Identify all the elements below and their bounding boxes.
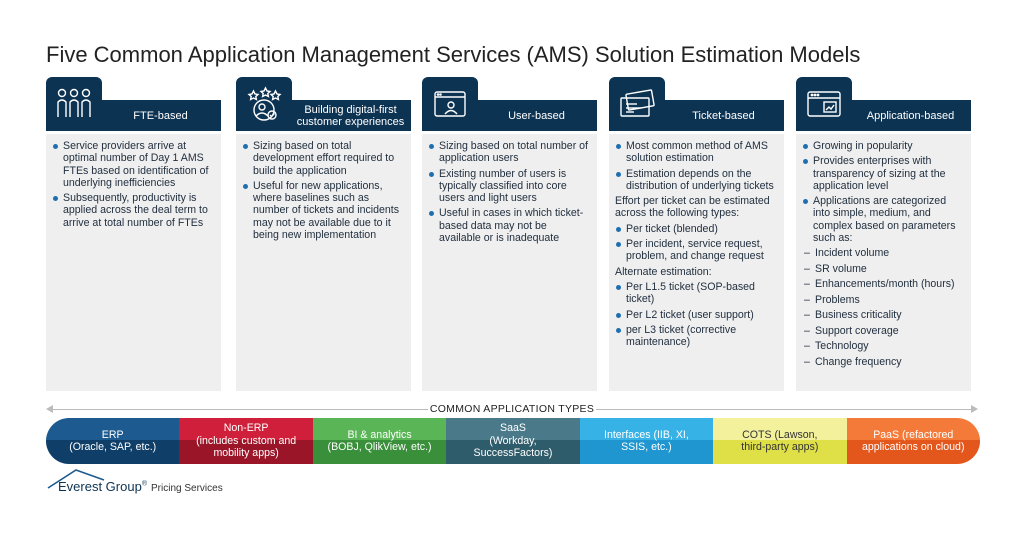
app-window-icon — [796, 77, 852, 131]
column-header: Application-based — [796, 77, 971, 131]
paragraph: Effort per ticket can be estimated acros… — [615, 195, 770, 220]
dash-item: Technology — [802, 340, 965, 353]
application-type-line: mobility apps) — [213, 447, 279, 460]
bullet-item: Growing in popularity — [802, 140, 965, 152]
bullet-item: Sizing based on total development effort… — [242, 140, 405, 177]
column-body: Most common method of AMS solution estim… — [609, 134, 784, 391]
bullet-item: per L3 ticket (corrective maintenance) — [615, 324, 778, 349]
bullet-item: Useful for new applications, where basel… — [242, 180, 405, 241]
application-type-line: (includes custom and — [196, 434, 297, 447]
application-type-line: PaaS (refactored — [873, 428, 954, 441]
dash-item: Incident volume — [802, 247, 965, 260]
application-type-line: applications on cloud) — [862, 441, 965, 453]
application-type-segment: SaaS(Workday,SuccessFactors) — [446, 418, 580, 464]
column-header: Ticket-based — [609, 77, 784, 131]
column-body: Sizing based on total development effort… — [236, 134, 411, 391]
column-header: Building digital-first customer experien… — [236, 77, 411, 131]
bullet-item: Provides enterprises with transparency o… — [802, 155, 965, 192]
page-title: Five Common Application Management Servi… — [46, 42, 861, 67]
column-title: Ticket-based — [692, 109, 755, 122]
dash-item: Change frequency — [802, 356, 965, 369]
application-type-line: ERP — [101, 428, 124, 441]
column-header: FTE-based — [46, 77, 221, 131]
bullet-item: Sizing based on total number of applicat… — [428, 140, 591, 165]
bullet-item: Existing number of users is typically cl… — [428, 168, 591, 205]
bullet-item: Applications are categorized into simple… — [802, 195, 965, 244]
bullet-item: Per ticket (blended) — [615, 223, 778, 235]
application-type-line: BI & analytics — [347, 428, 412, 441]
bullet-item: Service providers arrive at optimal numb… — [52, 140, 215, 189]
dash-item: Enhancements/month (hours) — [802, 278, 965, 291]
column-header: User-based — [422, 77, 597, 131]
common-application-types-divider: COMMON APPLICATION TYPES — [46, 402, 978, 416]
bullet-item: Per L2 ticket (user support) — [615, 309, 778, 321]
application-type-line: Interfaces (IIB, XI, — [604, 428, 689, 441]
column-title: User-based — [508, 109, 565, 122]
bullet-item: Estimation depends on the distribution o… — [615, 168, 778, 193]
application-type-segment: COTS (Lawson,third-party apps) — [713, 418, 847, 464]
column-title: FTE-based — [133, 109, 188, 122]
everest-group-logo: Everest Group® Pricing Services — [46, 468, 246, 498]
model-column-2: Building digital-first customer experien… — [236, 77, 411, 391]
logo-brand: Everest Group — [58, 479, 142, 494]
column-title: Application-based — [866, 109, 955, 122]
bullet-item: Useful in cases in which ticket-based da… — [428, 207, 591, 244]
application-type-line: SaaS — [500, 422, 526, 435]
column-body: Service providers arrive at optimal numb… — [46, 134, 221, 391]
application-type-segment: BI & analytics(BOBJ, QlikView, etc.) — [312, 418, 447, 464]
application-type-line: third-party apps) — [741, 441, 819, 453]
paragraph: Alternate estimation: — [615, 265, 712, 278]
application-type-line: (BOBJ, QlikView, etc.) — [327, 441, 432, 453]
logo-mark: ® — [141, 480, 147, 488]
dash-item: SR volume — [802, 263, 965, 276]
dash-item: Problems — [802, 294, 965, 307]
application-type-line: COTS (Lawson, — [742, 428, 818, 441]
people-icon — [46, 77, 102, 131]
bullet-item: Most common method of AMS solution estim… — [615, 140, 778, 165]
right-arrow-icon — [971, 405, 978, 413]
left-arrow-icon — [46, 405, 53, 413]
application-type-line: Non-ERP — [223, 422, 269, 435]
application-type-line: SuccessFactors) — [473, 447, 553, 460]
application-type-segment: ERP(Oracle, SAP, etc.) — [46, 418, 180, 464]
column-body: Sizing based on total number of applicat… — [422, 134, 597, 391]
bullet-item: Subsequently, productivity is applied ac… — [52, 192, 215, 229]
common-application-types-label: COMMON APPLICATION TYPES — [429, 403, 595, 415]
application-type-segment: Interfaces (IIB, XI,SSIS, etc.) — [579, 418, 714, 464]
application-type-line: SSIS, etc.) — [621, 441, 672, 453]
dash-item: Business criticality — [802, 309, 965, 322]
logo-swoosh-icon — [47, 469, 105, 489]
application-types-bar: ERP(Oracle, SAP, etc.)Non-ERP(includes c… — [46, 418, 980, 464]
column-title: Building digital-first customer experien… — [296, 103, 405, 128]
user-stars-icon — [236, 77, 292, 131]
ticket-icon — [609, 77, 665, 131]
bullet-item: Per L1.5 ticket (SOP-based ticket) — [615, 281, 778, 306]
bullet-item: Per incident, service request, problem, … — [615, 238, 778, 263]
logo-subtitle: Pricing Services — [151, 483, 223, 494]
dash-item: Support coverage — [802, 325, 965, 338]
user-window-icon — [422, 77, 478, 131]
application-type-line: (Oracle, SAP, etc.) — [69, 441, 157, 453]
application-type-line: (Workday, — [489, 434, 537, 447]
